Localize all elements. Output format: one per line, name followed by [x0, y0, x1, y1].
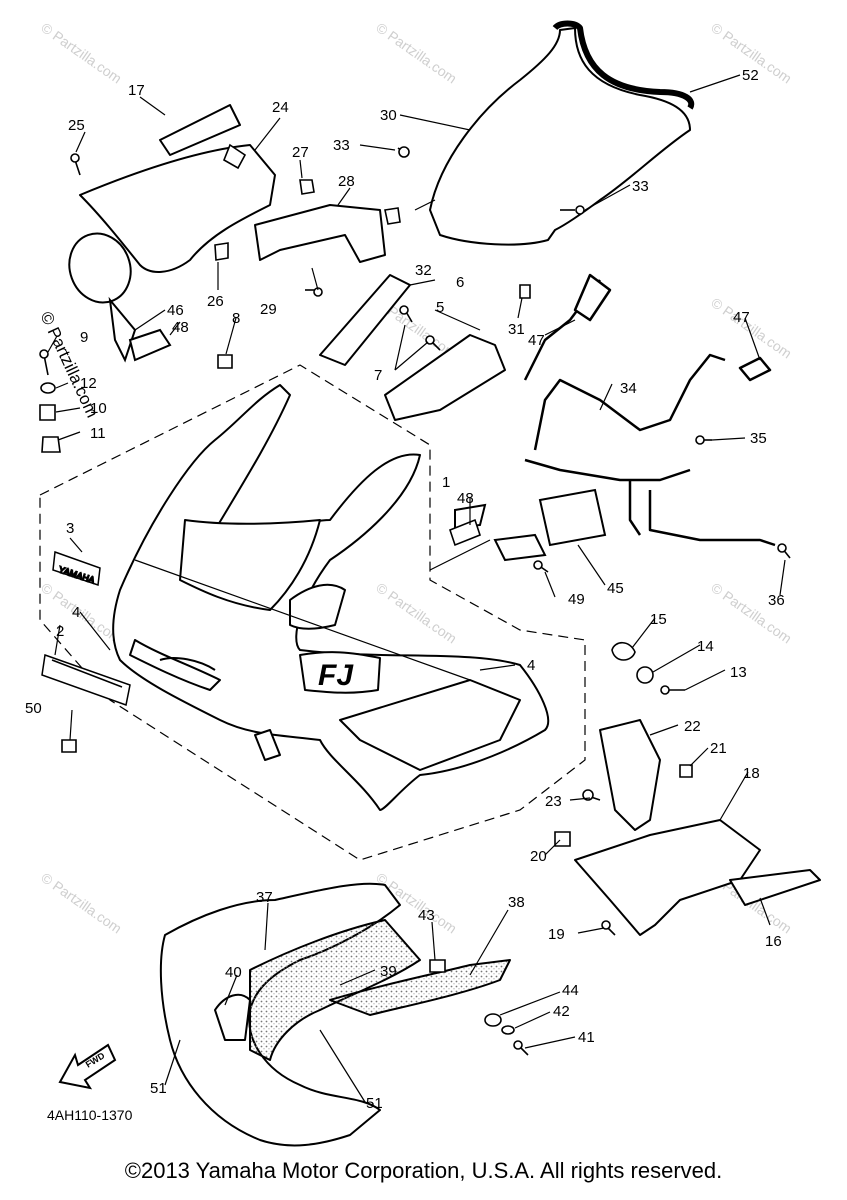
- callout-14: 14: [697, 638, 714, 655]
- callout-12: 12: [80, 375, 97, 392]
- side-panels: [79, 104, 821, 936]
- callout-43: 43: [418, 907, 435, 924]
- callout-51a: 51: [150, 1080, 167, 1097]
- callout-4a: 4: [72, 604, 80, 621]
- callout-9: 9: [80, 329, 88, 346]
- watermark: © Partzilla.com: [38, 19, 124, 86]
- callout-7: 7: [374, 367, 382, 384]
- copyright-notice: ©2013 Yamaha Motor Corporation, U.S.A. A…: [124, 1158, 723, 1183]
- watermark: © Partzilla.com: [708, 579, 794, 646]
- callout-15: 15: [650, 611, 667, 628]
- callout-21: 21: [710, 740, 727, 757]
- callout-10: 10: [90, 400, 107, 417]
- callout-47b: 47: [733, 309, 750, 326]
- callout-30: 30: [380, 107, 397, 124]
- callout-6: 6: [456, 274, 464, 291]
- callout-44: 44: [562, 982, 579, 999]
- callout-35: 35: [750, 430, 767, 447]
- callout-34: 34: [620, 380, 637, 397]
- callout-29: 29: [260, 301, 277, 318]
- callout-48b: 48: [457, 490, 474, 507]
- callout-33b: 33: [632, 178, 649, 195]
- callout-11: 11: [90, 425, 106, 442]
- fairing-stay: [523, 273, 776, 547]
- watermark: © Partzilla.com: [373, 19, 459, 86]
- callout-46: 46: [167, 302, 184, 319]
- callout-52: 52: [742, 67, 759, 84]
- diagram-code: 4AH110-1370: [47, 1107, 133, 1123]
- callout-32: 32: [415, 262, 432, 279]
- callout-51b: 51: [366, 1095, 383, 1112]
- callout-37: 37: [256, 889, 273, 906]
- callout-3: 3: [66, 520, 74, 537]
- watermark-layer: © Partzilla.com © Partzilla.com © Partzi…: [36, 19, 794, 936]
- callout-31: 31: [508, 321, 525, 338]
- callout-39: 39: [380, 963, 397, 980]
- fasteners: [39, 143, 791, 1056]
- windscreen: [429, 20, 695, 246]
- fairing-model-text: FJ: [318, 659, 354, 692]
- callout-13: 13: [730, 664, 747, 681]
- callout-22: 22: [684, 718, 701, 735]
- callout-45: 45: [607, 580, 624, 597]
- forward-arrow: FWD: [58, 1043, 117, 1090]
- callout-47a: 47: [528, 332, 545, 349]
- callout-19: 19: [548, 926, 565, 943]
- callout-24: 24: [272, 99, 289, 116]
- callout-38: 38: [508, 894, 525, 911]
- callout-41: 41: [578, 1029, 595, 1046]
- watermark: © Partzilla.com: [708, 294, 794, 361]
- callouts: 1 2 3 4 4 5 6 7 8 9 10 11 12 13 14 15 16…: [25, 67, 785, 1112]
- watermark: © Partzilla.com: [38, 869, 124, 936]
- callout-16: 16: [765, 933, 782, 950]
- callout-17: 17: [128, 82, 145, 99]
- callout-2: 2: [56, 623, 64, 640]
- callout-5: 5: [436, 299, 444, 316]
- callout-49: 49: [568, 591, 585, 608]
- mirror-right: [454, 488, 607, 562]
- callout-27: 27: [292, 144, 309, 161]
- mirror-left: [68, 232, 172, 363]
- callout-1: 1: [442, 474, 450, 491]
- callout-20: 20: [530, 848, 547, 865]
- callout-4b: 4: [527, 657, 535, 674]
- callout-42: 42: [553, 1003, 570, 1020]
- callout-48a: 48: [172, 319, 189, 336]
- leader-lines: [47, 74, 786, 1103]
- callout-23: 23: [545, 793, 562, 810]
- callout-40: 40: [225, 964, 242, 981]
- upper-fairing: [112, 384, 550, 811]
- emblem: YAMAHA: [41, 550, 131, 706]
- callout-36: 36: [768, 592, 785, 609]
- callout-25: 25: [68, 117, 85, 134]
- callout-26: 26: [207, 293, 224, 310]
- callout-8: 8: [232, 310, 240, 327]
- callout-28: 28: [338, 173, 355, 190]
- callout-33a: 33: [333, 137, 350, 154]
- lower-cowling: [159, 882, 511, 1147]
- callout-18: 18: [743, 765, 760, 782]
- callout-50: 50: [25, 700, 42, 717]
